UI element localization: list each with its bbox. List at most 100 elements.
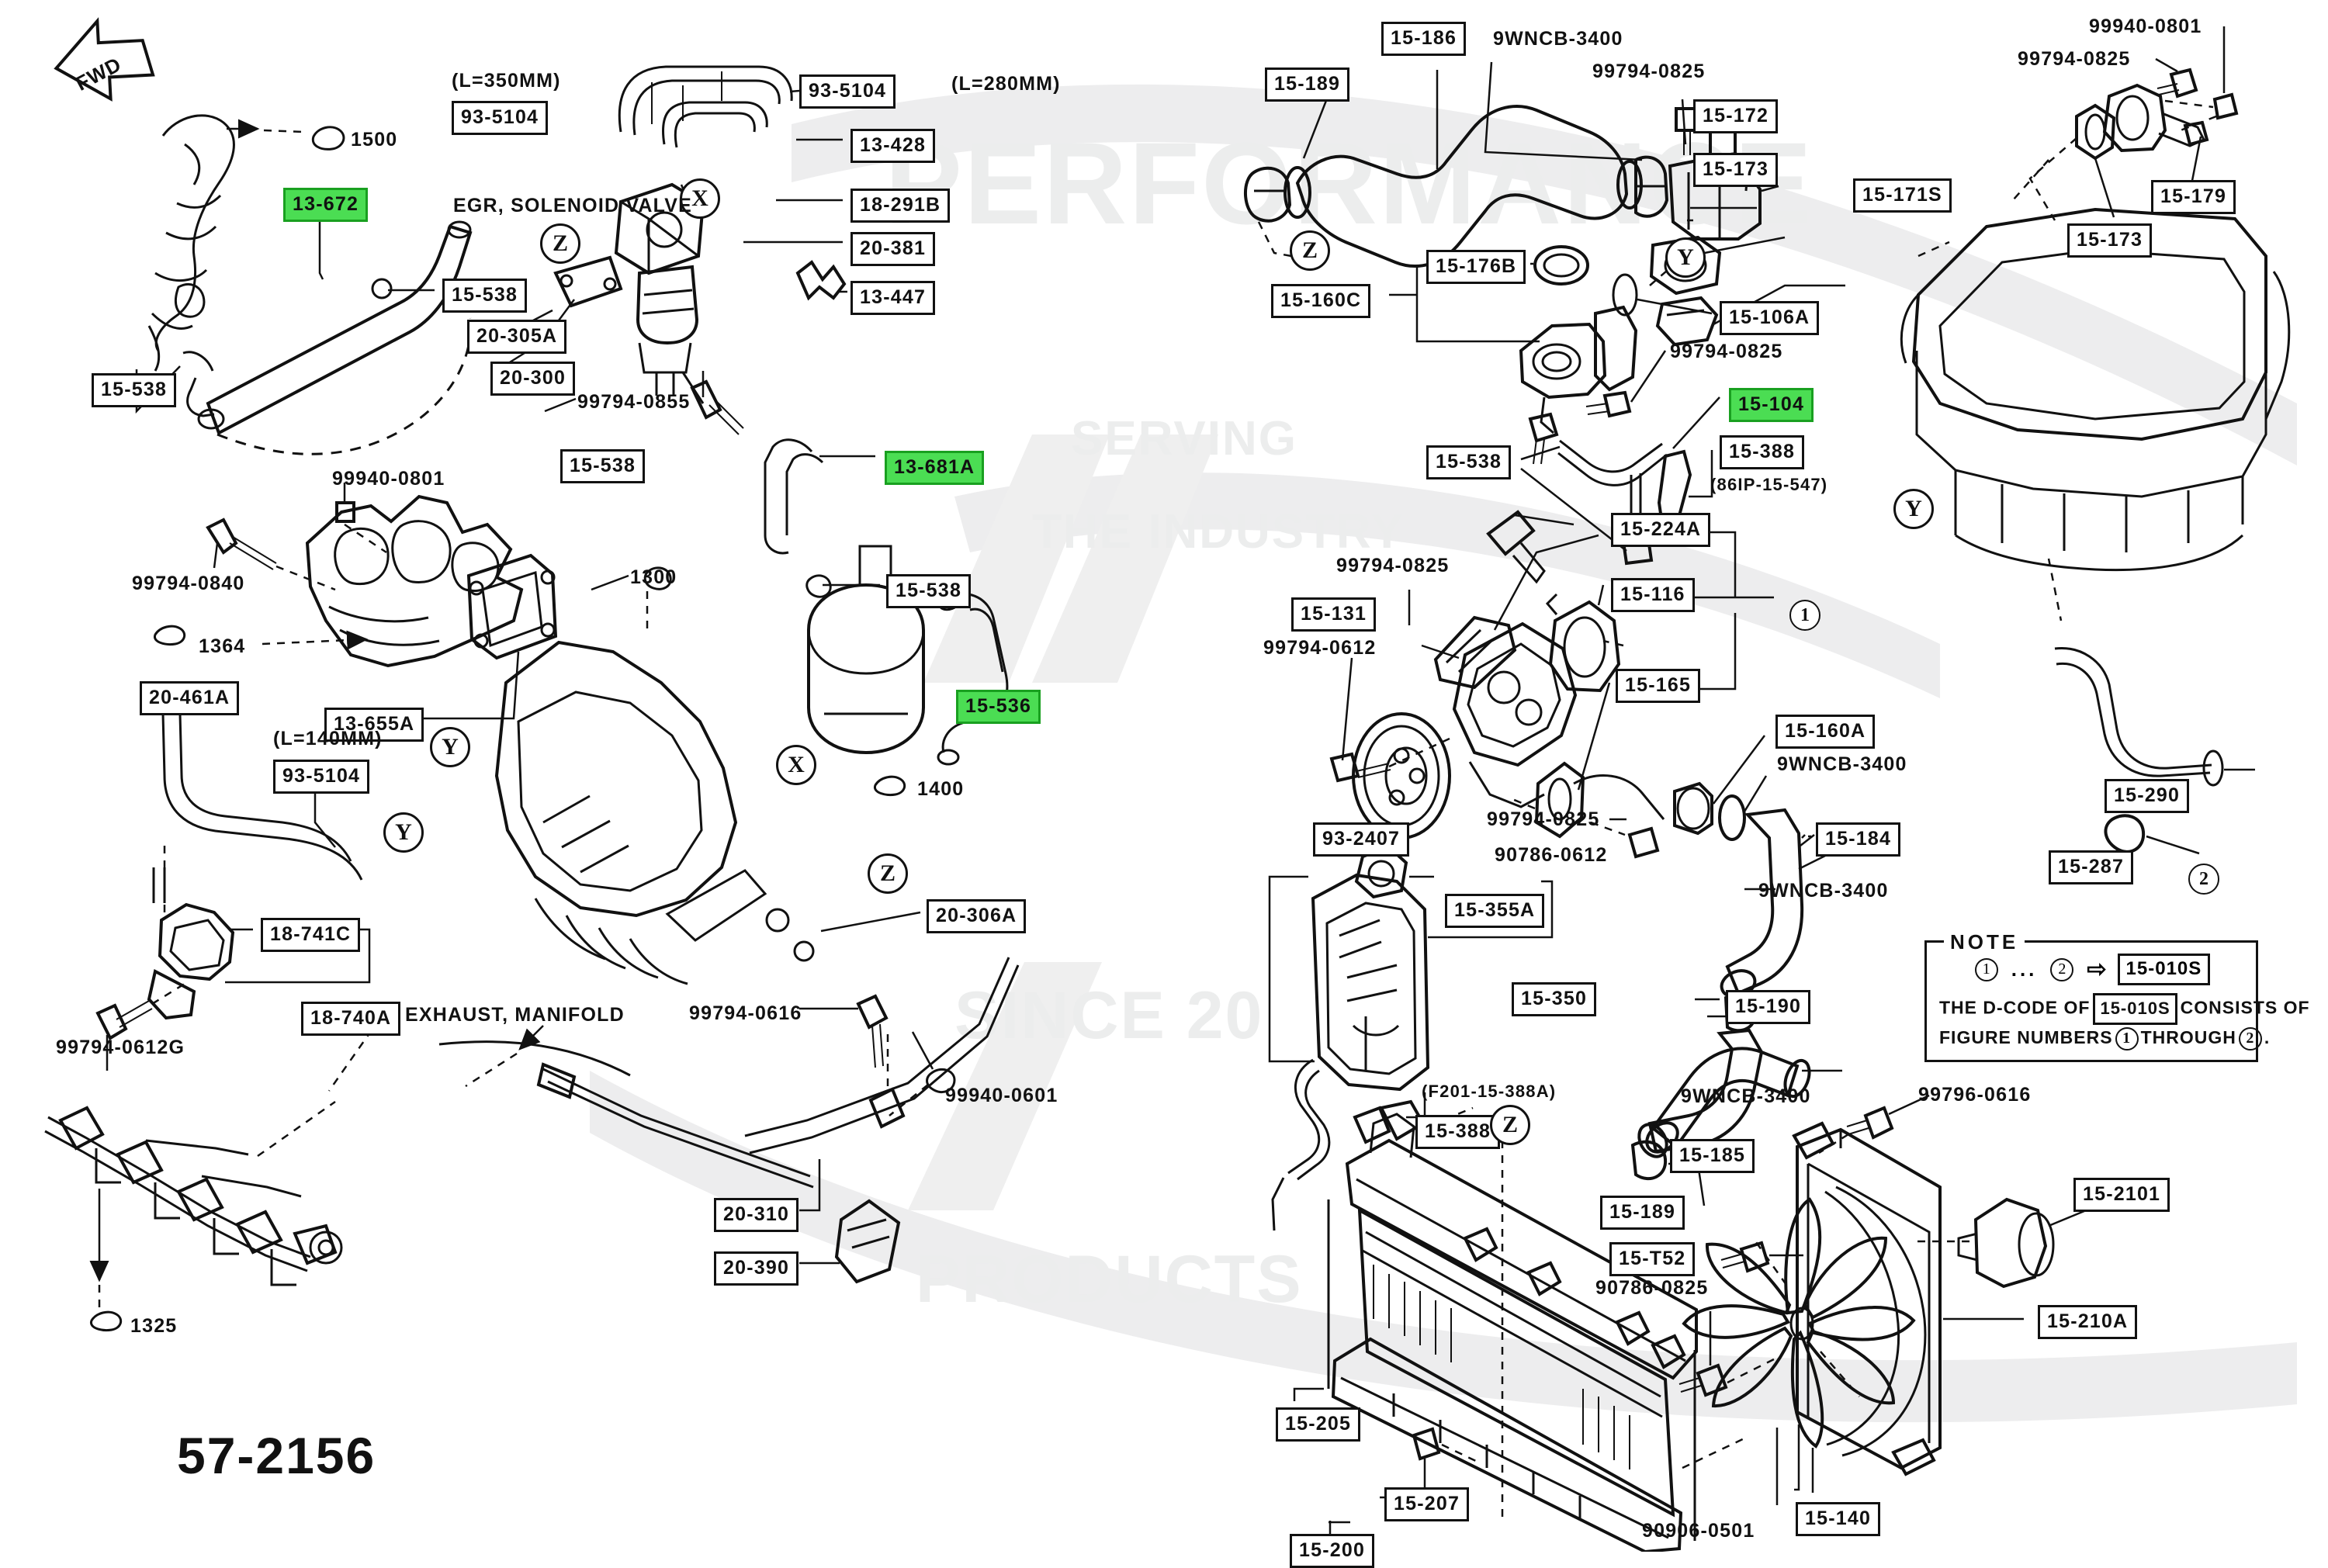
- thermo-alt-part-label: (86IP-15-547): [1710, 475, 1828, 494]
- part-callout-99940-0801[interactable]: 99940-0801: [332, 468, 445, 490]
- part-callout-15-388[interactable]: 15-388: [1415, 1115, 1501, 1149]
- part-callout-99794-0825[interactable]: 99794-0825: [1670, 341, 1783, 362]
- part-callout-15-388[interactable]: 15-388: [1720, 435, 1805, 469]
- part-callout-15-536[interactable]: 15-536: [956, 690, 1041, 724]
- part-callout-15-538[interactable]: 15-538: [560, 449, 646, 483]
- part-callout-20-306a[interactable]: 20-306A: [927, 899, 1027, 933]
- part-callout-93-5104[interactable]: 93-5104: [799, 74, 896, 109]
- part-callout-90786-0825[interactable]: 90786-0825: [1595, 1277, 1709, 1299]
- part-callout-15-106a[interactable]: 15-106A: [1720, 301, 1820, 335]
- part-callout-15-131[interactable]: 15-131: [1291, 597, 1377, 632]
- index-marker-2: 2: [2188, 864, 2219, 895]
- index-marker-x: X: [680, 178, 720, 219]
- part-callout-99794-0825[interactable]: 99794-0825: [2018, 48, 2131, 70]
- part-callout-15-160a[interactable]: 15-160A: [1775, 715, 1876, 749]
- note-line2-a: FIGURE NUMBERS: [1939, 1026, 2113, 1047]
- part-callout-20-310[interactable]: 20-310: [714, 1198, 799, 1232]
- part-callout-1364[interactable]: 1364: [199, 635, 246, 657]
- part-callout-15-160c[interactable]: 15-160C: [1271, 284, 1371, 318]
- part-callout-99794-0612g[interactable]: 99794-0612G: [56, 1037, 185, 1058]
- part-callout-1500[interactable]: 1500: [351, 129, 398, 151]
- part-callout-15-t52[interactable]: 15-T52: [1609, 1242, 1696, 1276]
- part-callout-15-538[interactable]: 15-538: [1426, 445, 1512, 479]
- part-callout-1300[interactable]: 1300: [630, 566, 677, 588]
- part-callout-13-681a[interactable]: 13-681A: [885, 451, 985, 485]
- exhaust-manifold-label: EXHAUST, MANIFOLD: [405, 1004, 625, 1026]
- part-callout-15-116[interactable]: 15-116: [1611, 578, 1695, 612]
- part-callout-99940-0601[interactable]: 99940-0601: [945, 1085, 1058, 1106]
- part-callout-15-350[interactable]: 15-350: [1512, 982, 1597, 1016]
- index-marker-1: 1: [1789, 600, 1820, 631]
- part-callout-1325[interactable]: 1325: [130, 1315, 178, 1337]
- part-callout-15-224a[interactable]: 15-224A: [1611, 513, 1711, 547]
- figure-number: 57-2156: [177, 1427, 376, 1484]
- part-callout-15-2101[interactable]: 15-2101: [2073, 1178, 2170, 1212]
- part-callout-15-173[interactable]: 15-173: [1693, 153, 1779, 187]
- part-callout-99794-0825[interactable]: 99794-0825: [1336, 555, 1450, 576]
- part-callout-15-176b[interactable]: 15-176B: [1426, 250, 1526, 284]
- part-callout-1400[interactable]: 1400: [917, 778, 965, 800]
- part-callout-99794-0825[interactable]: 99794-0825: [1592, 61, 1706, 82]
- part-callout-15-172[interactable]: 15-172: [1693, 99, 1779, 133]
- part-callout-20-390[interactable]: 20-390: [714, 1251, 799, 1286]
- part-callout-13-428[interactable]: 13-428: [850, 129, 936, 163]
- part-callout-15-184[interactable]: 15-184: [1816, 822, 1901, 857]
- note-line1-b: CONSISTS OF: [2180, 997, 2310, 1018]
- part-callout-13-672[interactable]: 13-672: [283, 188, 369, 222]
- part-callout-15-173[interactable]: 15-173: [2067, 223, 2153, 258]
- part-callout-93-2407[interactable]: 93-2407: [1313, 822, 1410, 857]
- part-callout-18-740a[interactable]: 18-740A: [301, 1002, 401, 1036]
- part-callout-15-207[interactable]: 15-207: [1384, 1487, 1470, 1521]
- part-callout-99940-0801[interactable]: 99940-0801: [2089, 16, 2202, 37]
- part-callout-15-165[interactable]: 15-165: [1616, 669, 1701, 703]
- part-callout-15-189[interactable]: 15-189: [1265, 67, 1350, 102]
- part-callout-20-305a[interactable]: 20-305A: [467, 320, 567, 354]
- part-callout-9wncb-3400[interactable]: 9WNCB-3400: [1681, 1085, 1811, 1107]
- water-pump-graphic: [1329, 510, 1868, 1158]
- part-callout-15-210a[interactable]: 15-210A: [2038, 1305, 2138, 1339]
- part-callout-18-291b[interactable]: 18-291B: [850, 189, 951, 223]
- part-callout-99794-0840[interactable]: 99794-0840: [132, 573, 245, 594]
- part-callout-99796-0616[interactable]: 99796-0616: [1918, 1084, 2032, 1106]
- part-callout-15-190[interactable]: 15-190: [1726, 990, 1811, 1024]
- hose-length-140-label: (L=140MM): [273, 728, 383, 749]
- part-callout-15-205[interactable]: 15-205: [1276, 1407, 1361, 1442]
- part-callout-15-355a[interactable]: 15-355A: [1445, 894, 1545, 928]
- part-callout-15-538[interactable]: 15-538: [92, 373, 177, 407]
- fuel-rail-graphic: [44, 1100, 343, 1331]
- part-callout-9wncb-3400[interactable]: 9WNCB-3400: [1777, 753, 1907, 775]
- part-callout-20-461a[interactable]: 20-461A: [140, 681, 240, 715]
- part-callout-13-447[interactable]: 13-447: [850, 281, 936, 315]
- part-callout-18-741c[interactable]: 18-741C: [261, 918, 361, 952]
- part-callout-15-189[interactable]: 15-189: [1600, 1196, 1685, 1230]
- part-callout-9wncb-3400[interactable]: 9WNCB-3400: [1493, 28, 1623, 50]
- part-callout-99794-0855[interactable]: 99794-0855: [577, 391, 691, 413]
- index-marker-z: Z: [540, 223, 580, 264]
- part-callout-13-655a[interactable]: 13-655A: [324, 708, 424, 742]
- part-callout-99794-0612[interactable]: 99794-0612: [1263, 637, 1377, 659]
- part-callout-90906-0501[interactable]: 90906-0501: [1642, 1520, 1755, 1542]
- part-callout-15-140[interactable]: 15-140: [1796, 1502, 1881, 1536]
- part-callout-99794-0825[interactable]: 99794-0825: [1487, 808, 1600, 830]
- distributor-graphic: [764, 438, 1023, 796]
- part-callout-20-381[interactable]: 20-381: [850, 232, 936, 266]
- part-callout-15-186[interactable]: 15-186: [1381, 22, 1467, 56]
- part-callout-15-538[interactable]: 15-538: [442, 279, 528, 313]
- part-callout-93-5104[interactable]: 93-5104: [273, 760, 370, 794]
- part-callout-15-179[interactable]: 15-179: [2151, 180, 2236, 214]
- part-callout-15-200[interactable]: 15-200: [1290, 1534, 1375, 1568]
- part-callout-15-290[interactable]: 15-290: [2105, 779, 2190, 813]
- part-callout-15-185[interactable]: 15-185: [1670, 1139, 1755, 1173]
- part-callout-15-287[interactable]: 15-287: [2049, 850, 2134, 884]
- part-callout-15-171s[interactable]: 15-171S: [1853, 178, 1952, 213]
- note-dots: ...: [2011, 957, 2038, 981]
- part-callout-99794-0616[interactable]: 99794-0616: [689, 1002, 802, 1024]
- part-callout-9wncb-3400[interactable]: 9WNCB-3400: [1758, 880, 1889, 902]
- part-callout-90786-0612[interactable]: 90786-0612: [1495, 844, 1608, 866]
- part-callout-20-300[interactable]: 20-300: [490, 362, 576, 396]
- index-marker-y: Y: [1665, 237, 1706, 278]
- part-callout-15-104[interactable]: 15-104: [1729, 388, 1814, 422]
- part-callout-15-538[interactable]: 15-538: [886, 574, 972, 608]
- part-callout-93-5104[interactable]: 93-5104: [452, 101, 549, 135]
